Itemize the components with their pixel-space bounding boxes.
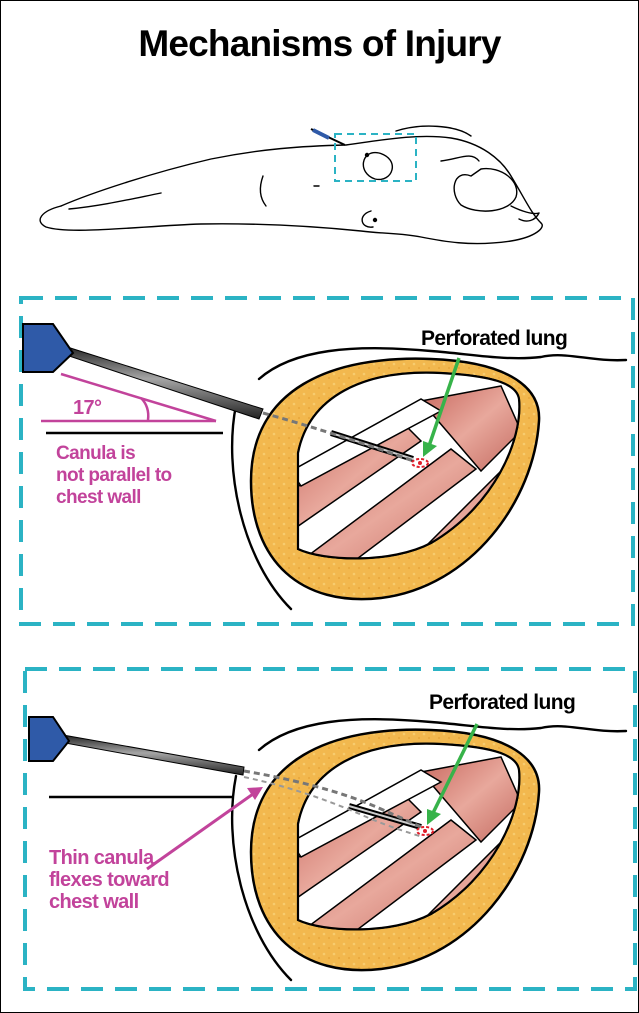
note-line: flexes toward [49, 869, 169, 891]
needle-mini [311, 129, 345, 145]
label-perforated-lung-top: Perforated lung [421, 327, 567, 351]
angle-label: 17° [73, 397, 101, 419]
note-line: chest wall [49, 891, 169, 913]
note-top: Canula is not parallel to chest wall [56, 443, 172, 509]
chest-dot [365, 153, 369, 157]
angle-indicator [41, 374, 216, 421]
label-perforated-lung-bottom: Perforated lung [429, 691, 575, 715]
note-line: chest wall [56, 487, 172, 509]
note-bottom: Thin canula flexes toward chest wall [49, 847, 169, 913]
page-title: Mechanisms of Injury [1, 23, 638, 65]
note-line: Canula is [56, 443, 172, 465]
chest-dot [373, 218, 377, 222]
patient-outline [40, 126, 542, 243]
note-line: Thin canula [49, 847, 169, 869]
note-line: not parallel to [56, 465, 172, 487]
